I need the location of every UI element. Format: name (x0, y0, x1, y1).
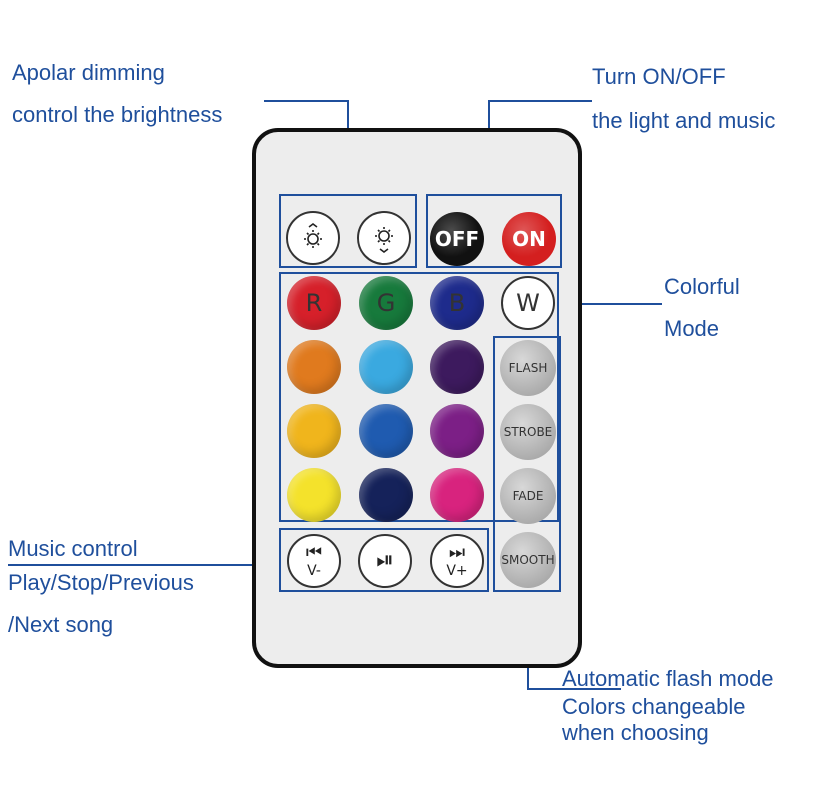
smooth-button[interactable]: SMOOTH (500, 532, 556, 588)
color-button-white[interactable]: W (501, 276, 555, 330)
next-button[interactable]: ⏭ V+ (430, 534, 484, 588)
highlight-modes (493, 336, 561, 592)
volume-up-label: V+ (446, 563, 468, 579)
brightness-up-button[interactable] (286, 211, 340, 265)
volume-down-label: V- (307, 563, 321, 579)
annotation-power-line2: the light and music (592, 108, 776, 133)
annotation-colorful-line1: Colorful (664, 274, 740, 299)
leader-line-dimming-h (264, 100, 348, 102)
color-button-4[interactable] (287, 404, 341, 458)
color-button-green[interactable]: G (359, 276, 413, 330)
annotation-music-line2: Play/Stop/Previous (8, 570, 194, 595)
color-button-blue[interactable]: B (430, 276, 484, 330)
color-button-5[interactable] (359, 404, 413, 458)
highlight-dimming (279, 194, 417, 268)
annotation-music-line1: Music control (8, 536, 138, 561)
strobe-button[interactable]: STROBE (500, 404, 556, 460)
annotation-colorful-line2: Mode (664, 316, 720, 341)
leader-line-music-h (8, 564, 280, 566)
red-label: R (305, 289, 323, 317)
fade-label: FADE (512, 489, 544, 503)
smooth-label: SMOOTH (501, 553, 555, 567)
annotation-power-line1: Turn ON/OFF (592, 64, 726, 89)
on-button[interactable]: ON (502, 212, 556, 266)
color-button-7[interactable] (287, 468, 341, 522)
annotation-flash-line3: when choosing (562, 720, 709, 745)
previous-icon: ⏮ (305, 542, 323, 563)
brightness-down-button[interactable] (357, 211, 411, 265)
color-button-3[interactable] (430, 340, 484, 394)
annotation-dimming-line2: control the brightness (12, 102, 223, 127)
fade-button[interactable]: FADE (500, 468, 556, 524)
leader-line-flash-h (527, 688, 621, 690)
color-button-1[interactable] (287, 340, 341, 394)
annotation-dimming-line1: Apolar dimming (12, 60, 165, 85)
leader-line-colorful-h (558, 303, 662, 305)
brightness-up-icon (304, 223, 322, 248)
annotation-flash-line2: Colors changeable (562, 694, 746, 719)
annotation-flash-line1: Automatic flash mode (562, 666, 774, 691)
color-button-9[interactable] (430, 468, 484, 522)
green-label: G (376, 289, 396, 317)
highlight-power (426, 194, 562, 268)
color-button-red[interactable]: R (287, 276, 341, 330)
annotation-music-line3: /Next song (8, 612, 114, 637)
highlight-color-grid (279, 272, 559, 522)
previous-button[interactable]: ⏮ V- (287, 534, 341, 588)
brightness-down-icon (375, 227, 393, 253)
leader-line-power-h (488, 100, 592, 102)
on-button-label: ON (512, 227, 546, 251)
off-button-label: OFF (434, 227, 480, 251)
flash-button[interactable]: FLASH (500, 340, 556, 396)
color-button-6[interactable] (430, 404, 484, 458)
off-button[interactable]: OFF (430, 212, 484, 266)
strobe-label: STROBE (503, 425, 553, 439)
color-button-8[interactable] (359, 468, 413, 522)
next-icon: ⏭ (448, 542, 466, 563)
flash-label: FLASH (508, 361, 548, 375)
blue-label: B (448, 289, 466, 317)
play-pause-icon: ⏯ (376, 548, 394, 573)
play-pause-button[interactable]: ⏯ (358, 534, 412, 588)
highlight-media (279, 528, 489, 592)
color-button-2[interactable] (359, 340, 413, 394)
white-label: W (516, 289, 540, 317)
